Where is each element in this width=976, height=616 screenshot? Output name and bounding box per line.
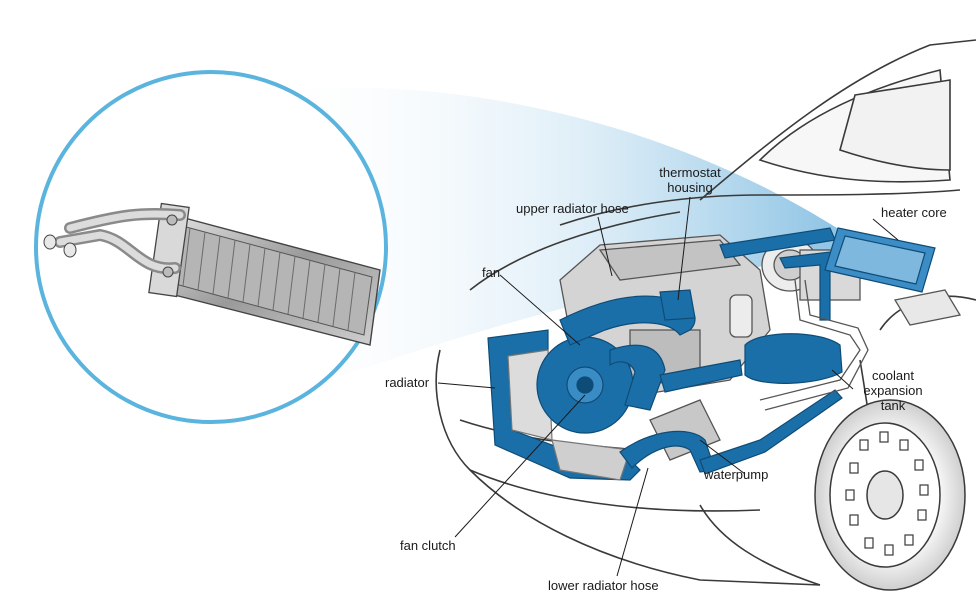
- label-thermostat-line2: housing: [667, 180, 713, 195]
- coolant-system: [487, 227, 936, 481]
- label-thermostat-housing: thermostat housing: [645, 165, 735, 195]
- label-upper-radiator-hose: upper radiator hose: [516, 201, 629, 216]
- label-lower-radiator-hose: lower radiator hose: [548, 578, 659, 593]
- label-fan-clutch: fan clutch: [400, 538, 456, 553]
- label-coolant-line1: coolant: [872, 368, 914, 383]
- label-thermostat-line1: thermostat: [659, 165, 721, 180]
- front-wheel: [814, 399, 966, 591]
- magnifier-beam: [250, 87, 930, 381]
- label-radiator: radiator: [385, 375, 430, 390]
- label-coolant-line2: expansion: [863, 383, 923, 398]
- label-coolant-expansion-tank: coolant expansion tank: [853, 368, 933, 413]
- car-body: [435, 39, 976, 586]
- heater-core-detail: [43, 202, 381, 346]
- label-heater-core: heater core: [881, 205, 947, 220]
- leader-lines: [437, 196, 899, 577]
- label-coolant-line3: tank: [880, 398, 906, 413]
- label-fan: fan: [482, 265, 501, 280]
- metal-pipes: [759, 279, 869, 411]
- label-waterpump: waterpump: [704, 467, 769, 482]
